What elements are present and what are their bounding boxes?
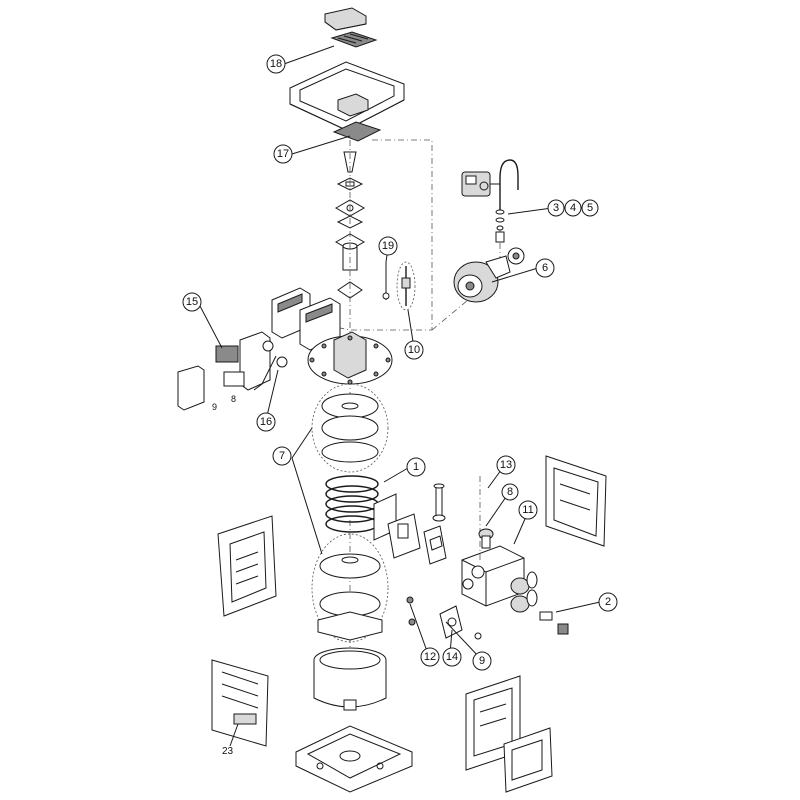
part-23-panel bbox=[211, 659, 269, 747]
callout-7-text: 7 bbox=[279, 450, 285, 462]
callout-12-text: 12 bbox=[424, 651, 436, 663]
part-19-probe bbox=[382, 262, 390, 300]
callout-11: 11 bbox=[518, 500, 538, 520]
callout-10: 10 bbox=[404, 340, 424, 360]
callout-8: 8 bbox=[501, 483, 519, 501]
callout-19: 19 bbox=[378, 236, 398, 256]
callout-3: 3 bbox=[547, 199, 565, 217]
callout-16: 16 bbox=[256, 412, 276, 432]
callout-5: 5 bbox=[581, 199, 599, 217]
callout-18-text: 18 bbox=[270, 58, 282, 70]
part-1-coil bbox=[325, 475, 397, 541]
callout-6: 6 bbox=[535, 258, 555, 278]
label-9-small: 9 bbox=[212, 402, 217, 412]
combustion-chamber bbox=[313, 647, 387, 711]
water-header bbox=[461, 545, 569, 635]
label-23: 23 bbox=[222, 746, 234, 757]
base-tray bbox=[295, 725, 413, 793]
callout-8-text: 8 bbox=[507, 486, 513, 498]
callout-10-text: 10 bbox=[408, 344, 420, 356]
bolt-assembly bbox=[432, 476, 481, 560]
callout-16-text: 16 bbox=[260, 416, 272, 428]
panel-right-lower-b bbox=[503, 727, 553, 793]
burner-stack bbox=[334, 151, 366, 299]
gasket-plates bbox=[387, 513, 447, 565]
callout-4: 4 bbox=[564, 199, 582, 217]
part-7-refractory-upper bbox=[311, 383, 389, 473]
small-fittings bbox=[406, 596, 482, 640]
callout-12: 12 bbox=[420, 647, 440, 667]
top-cap bbox=[324, 7, 367, 31]
callout-6-text: 6 bbox=[542, 262, 548, 274]
panel-left-upper bbox=[217, 515, 277, 617]
callout-9-text: 9 bbox=[479, 655, 485, 667]
part-8-sensor bbox=[478, 528, 494, 549]
part-3-4-5-tube bbox=[495, 159, 519, 243]
gas-valve bbox=[461, 171, 500, 197]
callout-15-text: 15 bbox=[186, 296, 198, 308]
callout-2: 2 bbox=[598, 592, 618, 612]
callout-18: 18 bbox=[266, 54, 286, 74]
panel-right-upper bbox=[545, 455, 607, 547]
callout-2-text: 2 bbox=[605, 596, 611, 608]
callout-19-text: 19 bbox=[382, 240, 394, 252]
callout-9: 9 bbox=[472, 651, 492, 671]
callout-4-text: 4 bbox=[570, 202, 576, 214]
part-10-ignitor bbox=[396, 261, 416, 311]
callout-7: 7 bbox=[272, 446, 292, 466]
label-8-small: 8 bbox=[231, 394, 236, 404]
burner-plate bbox=[307, 331, 393, 385]
callout-17: 17 bbox=[273, 144, 293, 164]
callout-13-text: 13 bbox=[500, 459, 512, 471]
part-7-refractory-lower bbox=[311, 533, 389, 643]
top-cover bbox=[289, 61, 405, 131]
part-17-filter bbox=[332, 121, 382, 142]
callout-14-text: 14 bbox=[446, 651, 458, 663]
callout-15: 15 bbox=[182, 292, 202, 312]
control-box bbox=[177, 287, 341, 411]
callout-13: 13 bbox=[496, 455, 516, 475]
part-6-blower bbox=[453, 247, 525, 303]
callout-1-text: 1 bbox=[413, 461, 419, 473]
callout-14: 14 bbox=[442, 647, 462, 667]
callout-1: 1 bbox=[406, 457, 426, 477]
callout-3-text: 3 bbox=[553, 202, 559, 214]
callout-17-text: 17 bbox=[277, 148, 289, 160]
part-18-grille bbox=[330, 31, 378, 48]
callout-11-text: 11 bbox=[522, 504, 533, 516]
callout-5-text: 5 bbox=[587, 202, 593, 214]
